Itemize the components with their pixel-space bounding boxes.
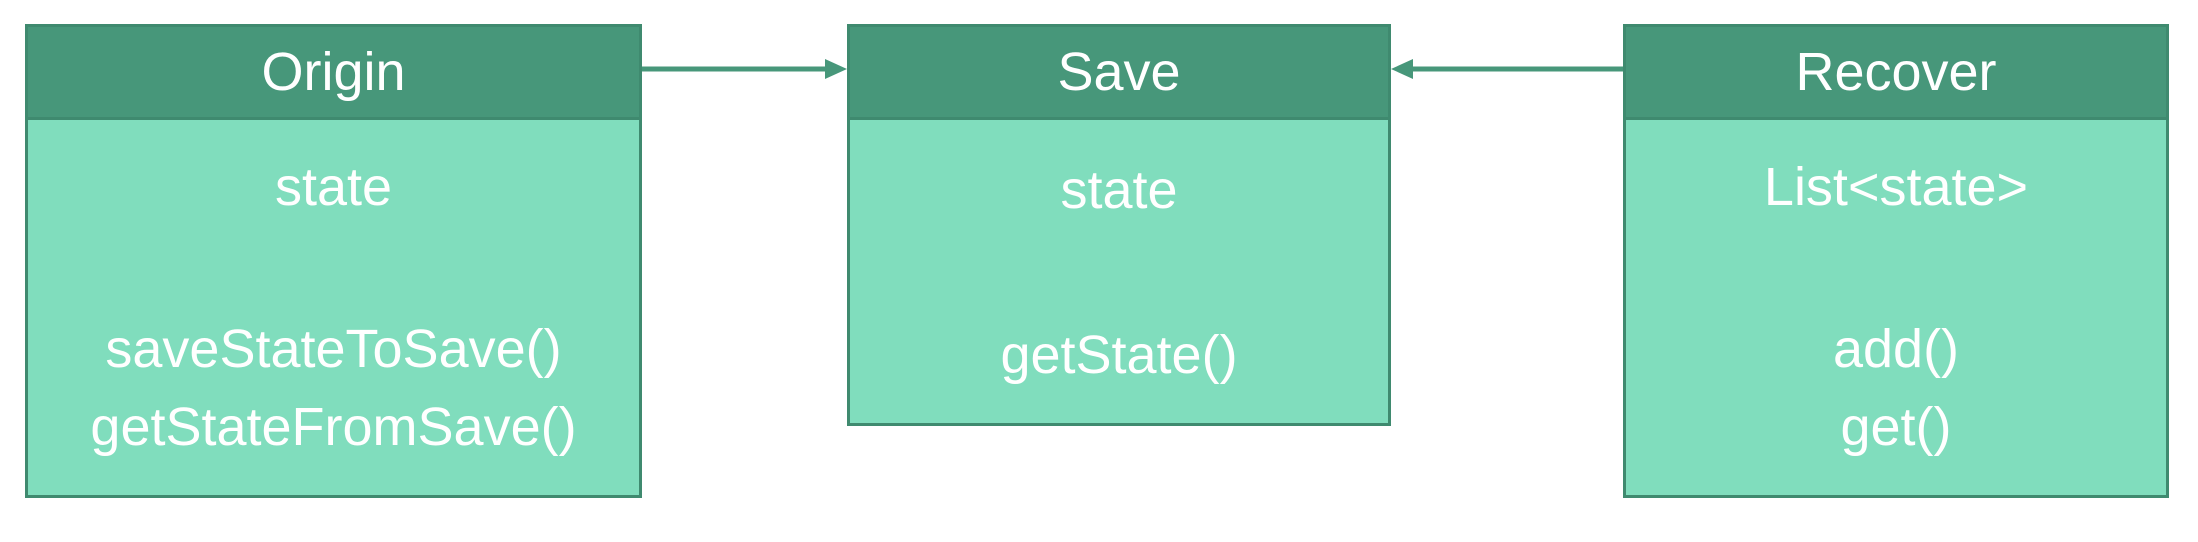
origin-class-box: Origin state saveStateToSave() getStateF… — [25, 24, 642, 498]
save-class-title: Save — [850, 27, 1388, 120]
origin-method-get-state-from-save: getStateFromSave() — [90, 397, 577, 457]
origin-attribute-state: state — [274, 157, 393, 217]
recover-to-save-arrowhead — [1391, 59, 1413, 79]
origin-to-save-arrowhead — [825, 59, 847, 79]
recover-attribute-list-state: List<state> — [1763, 157, 2029, 217]
recover-class-title: Recover — [1626, 27, 2166, 120]
recover-method-add: add() — [1832, 319, 1960, 379]
save-attribute-state: state — [1060, 160, 1178, 220]
save-class-box: Save state getState() — [847, 24, 1391, 426]
origin-method-save-state-to-save: saveStateToSave() — [105, 319, 562, 379]
recover-class-box: Recover List<state> add() get() — [1623, 24, 2169, 498]
origin-class-title: Origin — [28, 27, 639, 120]
recover-method-get: get() — [1840, 397, 1952, 457]
save-method-get-state: getState() — [1000, 325, 1238, 385]
